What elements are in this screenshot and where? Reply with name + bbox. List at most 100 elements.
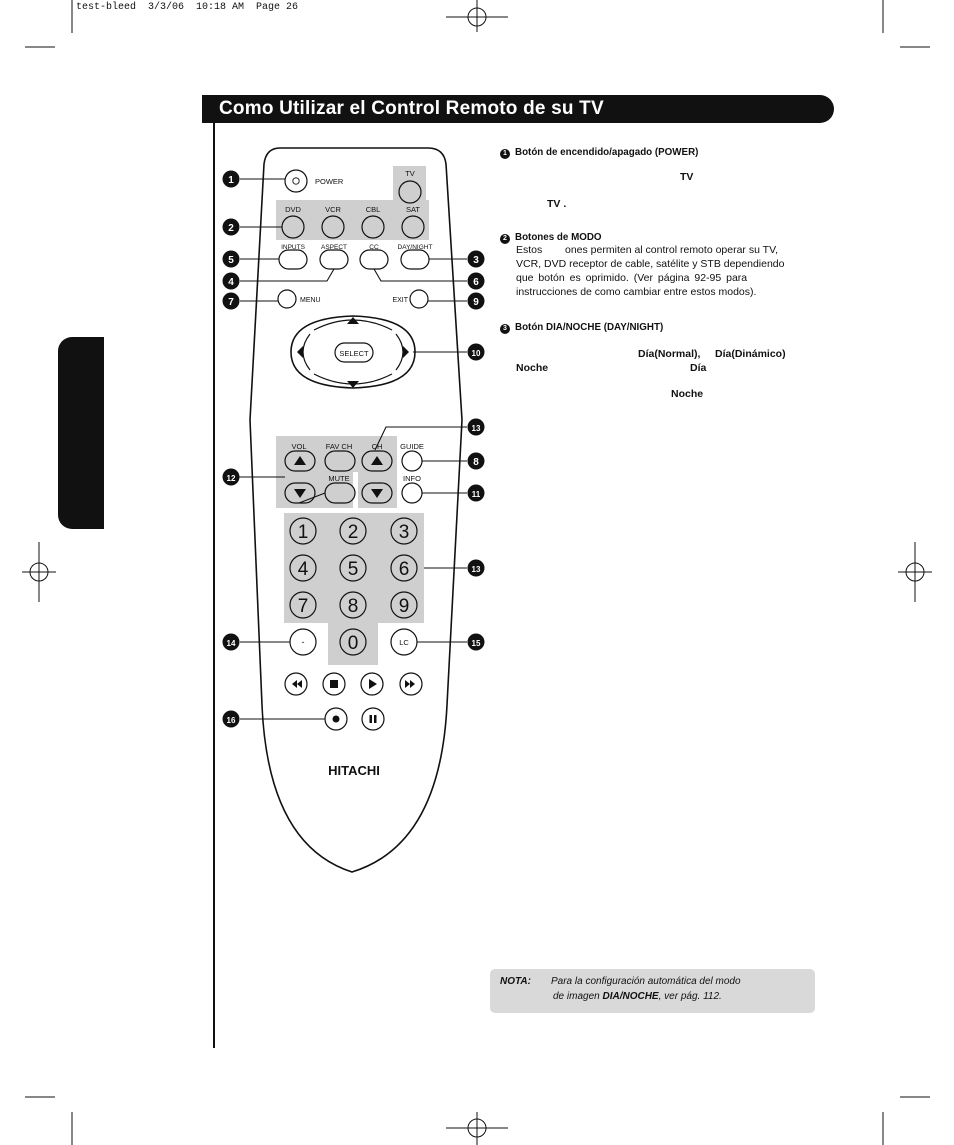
side-tab [58,337,104,529]
dvd-button [281,215,305,239]
mute-button [324,482,356,504]
key-0 [339,628,367,656]
callout-3: 3 [473,255,479,266]
section-3-w5: Noche [671,388,704,400]
section-2-line3: que botón es oprimido. (Ver página 92-95… [516,272,748,284]
key-3 [390,517,418,545]
fav-ch-button [324,450,356,472]
callout-9: 9 [473,297,479,308]
callout-16: 16 [227,716,236,725]
svg-text:0: 0 [348,633,359,654]
key-2 [339,517,367,545]
svg-text:3: 3 [399,522,410,543]
callout-7: 7 [228,297,234,308]
section-2-line1b: ones permiten al control remoto operar s… [565,244,779,256]
key-5 [339,554,367,582]
nota-line2: de imagen DIA/NOCHE, ver pág. 112. [553,991,722,1002]
title-banner [202,95,834,123]
svg-text:VCR: VCR [325,205,341,214]
column-rule [213,123,215,1048]
cbl-button [361,215,385,239]
svg-text:SAT: SAT [406,205,420,214]
callout-15: 15 [472,639,481,648]
svg-text:7: 7 [298,596,309,617]
pause-button [361,707,385,731]
select-button [334,342,374,363]
svg-text:GUIDE: GUIDE [400,442,424,451]
svg-text:INFO: INFO [403,474,421,483]
key-1 [289,517,317,545]
svg-text:DVD: DVD [285,205,301,214]
cc-button [359,249,389,270]
key-6 [390,554,418,582]
svg-text:CC: CC [369,244,379,251]
section-2-line4: instrucciones de como cambiar entre esto… [516,286,757,298]
tv-label: TV [405,169,415,178]
svg-text:INPUTS: INPUTS [281,244,306,251]
callout-5: 5 [228,255,234,266]
power-button [284,169,308,193]
callout-13: 13 [472,424,481,433]
nota-label: NOTA: [500,976,531,987]
daynight-button [400,249,430,270]
svg-text:9: 9 [399,596,410,617]
nota-line1: Para la configuración automática del mod… [551,976,741,987]
svg-text:MENU: MENU [300,297,321,304]
exit-button [409,289,429,309]
section-1-frag2: TV . [547,198,567,210]
callout-6: 6 [473,277,479,288]
svg-text:8: 8 [348,596,359,617]
callout-13b: 13 [472,565,481,574]
svg-text:4: 4 [298,559,309,580]
section-1-frag1: TV [680,171,694,183]
callout-1: 1 [228,175,234,186]
callout-4: 4 [228,277,234,288]
key-9 [390,591,418,619]
inputs-button [278,249,308,270]
svg-text:-: - [302,637,305,647]
svg-text:6: 6 [399,559,410,580]
svg-text:5: 5 [348,559,359,580]
svg-text:MUTE: MUTE [328,474,349,483]
svg-text:VOL: VOL [291,442,306,451]
sat-button [401,215,425,239]
svg-text:1: 1 [298,522,309,543]
svg-text:SELECT: SELECT [339,349,369,358]
aspect-button [319,249,349,270]
svg-text:CBL: CBL [366,205,381,214]
svg-text:ASPECT: ASPECT [321,244,347,251]
section-3-w4: Día [690,362,707,374]
section-2-line2: VCR, DVD receptor de cable, satélite y S… [516,258,785,270]
callout-12: 12 [227,474,236,483]
callout-14: 14 [227,639,236,648]
page-title: Como Utilizar el Control Remoto de su TV [219,98,604,119]
print-slug: test-bleed 3/3/06 10:18 AM Page 26 [76,2,299,13]
brand-logo: HITACHI [328,763,380,778]
key-4 [289,554,317,582]
svg-text:FAV CH: FAV CH [326,442,353,451]
callout-2: 2 [228,223,234,234]
callout-11: 11 [472,490,481,499]
svg-text:EXIT: EXIT [392,297,408,304]
tv-button [398,180,422,204]
svg-text:2: 2 [348,522,359,543]
section-3-w1: Día(Normal), [638,348,701,360]
info-button [401,482,423,504]
section-2-line1a: Estos [516,244,543,256]
vcr-button [321,215,345,239]
section-3-w2: Día(Dinámico) [715,348,786,360]
menu-button [277,289,297,309]
power-label: POWER [315,177,344,186]
svg-text:DAY/NIGHT: DAY/NIGHT [398,244,433,251]
section-3-w3: Noche [516,362,549,374]
callout-8: 8 [473,457,479,468]
svg-text:LC: LC [399,638,409,647]
key-7 [289,591,317,619]
callout-10: 10 [472,349,481,358]
key-8 [339,591,367,619]
